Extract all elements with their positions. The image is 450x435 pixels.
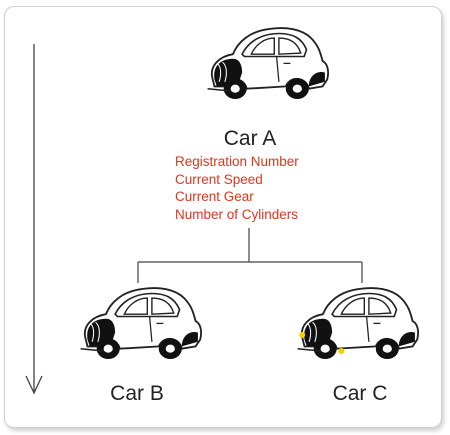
car-c-icon bbox=[296, 287, 420, 360]
attribute-number-of-cylinders: Number of Cylinders bbox=[175, 206, 299, 222]
car-c-label: Car C bbox=[332, 382, 388, 405]
car-a-attribute-list: Registration Number Current Speed Curren… bbox=[175, 153, 299, 223]
car-b-icon bbox=[79, 287, 203, 360]
car-a-label: Car A bbox=[223, 127, 277, 150]
car-a-icon bbox=[206, 27, 330, 100]
attribute-current-speed: Current Speed bbox=[175, 171, 263, 187]
attribute-registration-number: Registration Number bbox=[175, 154, 299, 169]
down-arrow bbox=[25, 44, 43, 395]
attribute-current-gear: Current Gear bbox=[175, 189, 254, 204]
hierarchy-connector bbox=[137, 228, 363, 283]
car-b-label: Car B bbox=[110, 382, 164, 405]
